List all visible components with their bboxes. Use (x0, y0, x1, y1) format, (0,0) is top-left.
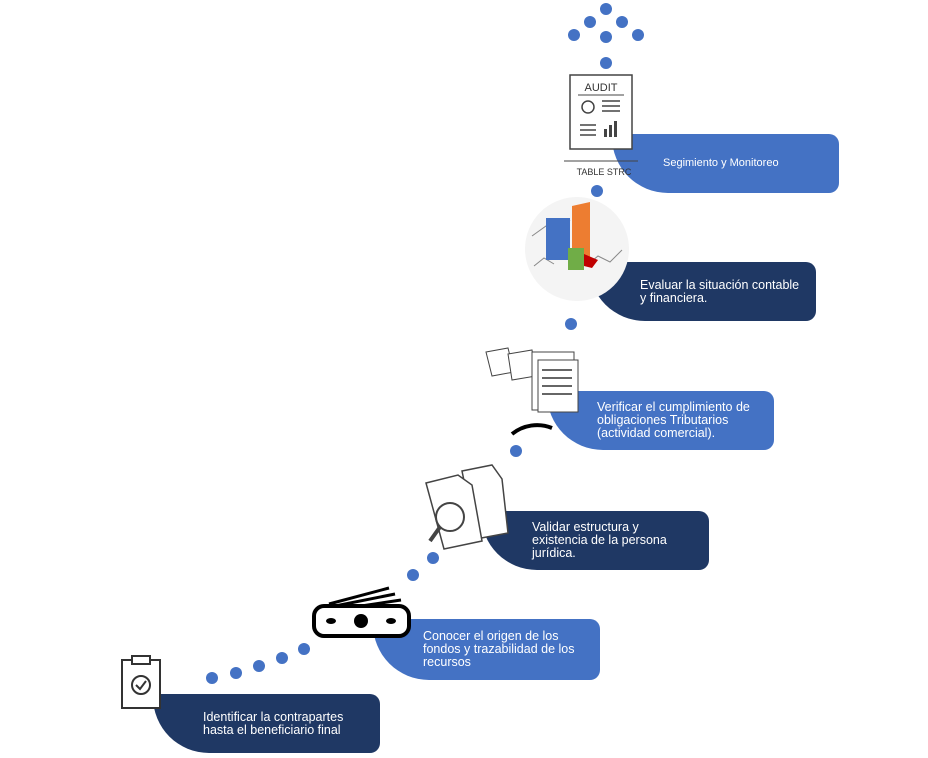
financial-chart-icon (524, 196, 630, 302)
audit-subtext: TABLE STRC (577, 167, 632, 177)
step-label: Evaluar la situación contable y financie… (640, 277, 800, 305)
step-label: Identificar la contrapartes hasta el ben… (203, 709, 344, 737)
step-evaluar-situacion: Evaluar la situación contable y financie… (589, 262, 816, 321)
step-label: Validar estructura y existencia de la pe… (532, 520, 667, 560)
documents-magnifier-icon (420, 463, 510, 553)
step-label: Verificar el cumplimiento de obligacione… (597, 400, 750, 440)
audit-text: AUDIT (585, 82, 618, 94)
money-bills-icon (311, 584, 413, 640)
step-origen-fondos: Conocer el origen de los fondos y trazab… (373, 619, 600, 680)
step-validar-estructura: Validar estructura y existencia de la pe… (481, 511, 709, 570)
tax-documents-icon (484, 346, 580, 438)
audit-report-icon: AUDIT TABLE STRC (564, 73, 638, 177)
step-seguimiento-monitoreo: Segimiento y Monitoreo (612, 134, 839, 193)
clipboard-check-icon (118, 654, 164, 710)
step-verificar-tributarios: Verificar el cumplimiento de obligacione… (547, 391, 774, 450)
step-label: Conocer el origen de los fondos y trazab… (423, 629, 575, 669)
step-identificar-contrapartes: Identificar la contrapartes hasta el ben… (153, 694, 380, 753)
step-label: Segimiento y Monitoreo (663, 157, 779, 169)
